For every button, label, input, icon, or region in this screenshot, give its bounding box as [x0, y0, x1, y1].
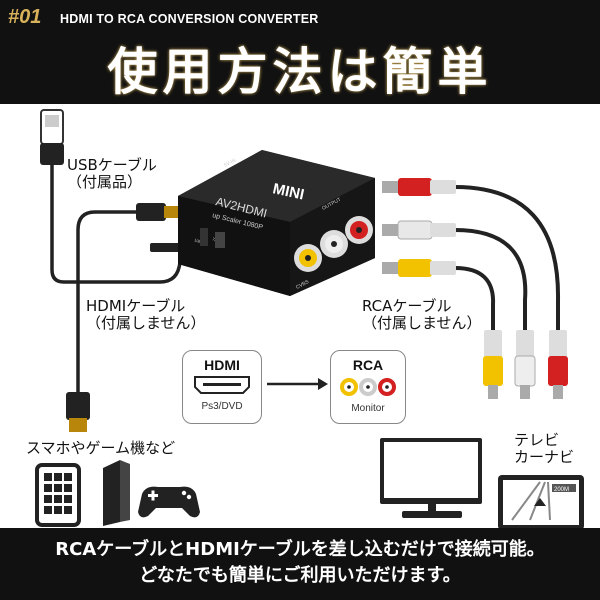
usb-cable — [40, 109, 184, 284]
footer-banner: RCAケーブルとHDMIケーブルを差し込むだけで接続可能。 どなたでも簡単にご利… — [0, 528, 600, 600]
rca-cable — [382, 178, 568, 399]
rca-monitor-box: RCA Monitor — [330, 350, 406, 424]
controller-icon — [138, 486, 200, 518]
rca-cable-label-line1: RCAケーブル — [362, 297, 452, 315]
converter-box: MINI AV2HDMI up Scaler 1080P 5V-IN OUTPU… — [178, 150, 375, 296]
rca-jacks-icon — [340, 378, 396, 396]
hdmi-port-icon — [194, 376, 250, 394]
game-console-icon — [103, 460, 130, 526]
hdmi-box-sub: Ps3/DVD — [201, 401, 243, 412]
footer-line1: RCAケーブルとHDMIケーブルを差し込むだけで接続可能。 — [55, 539, 545, 560]
hdmi-cable-label-line2: （付属しません） — [86, 314, 206, 332]
device-brand: MINI — [271, 180, 306, 203]
header-subtitle: HDMI TO RCA CONVERSION CONVERTER — [60, 12, 319, 26]
section-number: #01 — [8, 6, 42, 28]
navi-scale-label: 200M — [554, 487, 569, 493]
usb-cable-label-line2: （付属品） — [67, 173, 143, 191]
power-port-label: 5V-IN — [223, 157, 237, 168]
smartphone-icon — [35, 463, 81, 527]
hdmi-box-title: HDMI — [204, 357, 240, 373]
hdmi-cable — [66, 203, 178, 432]
tv-label: テレビ — [514, 431, 560, 449]
hdmi-cable-label: HDMIケーブル （付属しません） — [86, 298, 206, 332]
header-banner: #01 HDMI TO RCA CONVERSION CONVERTER 使用方… — [0, 0, 600, 104]
usb-cable-label: USBケーブル （付属品） — [67, 157, 157, 191]
arrow-right-icon — [267, 378, 328, 390]
footer-line2: どなたでも簡単にご利用いただけます。 — [139, 565, 461, 586]
tv-navi-label: テレビ カーナビ — [514, 432, 574, 466]
tv-icon — [380, 438, 482, 518]
rca-cable-label: RCAケーブル （付属しません） — [362, 298, 482, 332]
usb-cable-label-line1: USBケーブル — [67, 156, 157, 174]
hdmi-cable-label-line1: HDMIケーブル — [86, 297, 186, 315]
rca-box-sub: Monitor — [351, 403, 385, 414]
hdmi-source-box: HDMI Ps3/DVD — [182, 350, 262, 424]
devices-label: スマホやゲーム機など — [26, 439, 176, 457]
rca-box-title: RCA — [352, 357, 384, 373]
car-navigation-icon: 200M — [498, 475, 584, 530]
rca-cable-label-line2: （付属しません） — [362, 314, 482, 332]
page-title: 使用方法は簡単 — [107, 43, 493, 101]
navi-label: カーナビ — [514, 448, 575, 466]
